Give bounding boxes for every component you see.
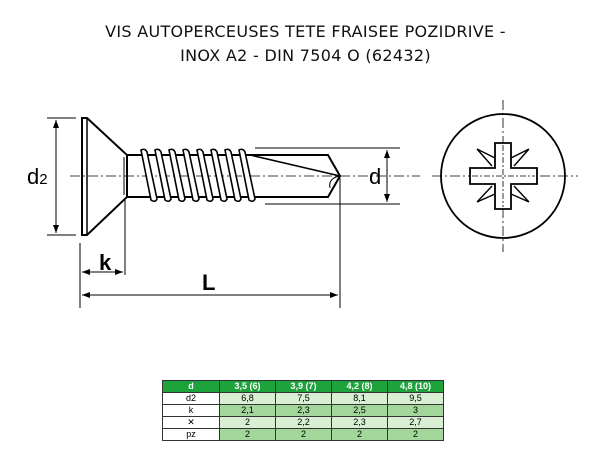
screw-threads	[140, 148, 256, 203]
thread-crest	[140, 148, 158, 203]
table-cell: 2,5	[331, 404, 388, 417]
table-cell: 2	[219, 416, 276, 429]
table-cell: 3	[387, 404, 444, 417]
label-d2: d2	[27, 164, 48, 189]
header-cell: 3,5 (6)	[219, 380, 276, 393]
table-cell: 2,7	[387, 416, 444, 429]
table-cell: 2,1	[219, 404, 276, 417]
header-cell: 4,2 (8)	[331, 380, 388, 393]
table-cell: 2,3	[275, 404, 332, 417]
table-cell: 6,8	[219, 392, 276, 405]
thread-crest	[210, 148, 228, 203]
table-cell: 9,5	[387, 392, 444, 405]
row-label: pz	[162, 428, 220, 441]
table-cell: 2	[275, 428, 332, 441]
side-view	[47, 117, 420, 308]
table-cell: 2	[331, 428, 388, 441]
thread-crest	[182, 148, 200, 203]
thread-crest	[238, 148, 256, 203]
table-cell: 7,5	[275, 392, 332, 405]
header-cell: 3,9 (7)	[275, 380, 332, 393]
thread-crest	[154, 148, 172, 203]
table-cell: 2	[387, 428, 444, 441]
label-L: L	[202, 270, 215, 295]
head-circle	[440, 113, 566, 239]
table-cell: 8,1	[331, 392, 388, 405]
thread-crest	[196, 148, 214, 203]
thread-crest	[224, 148, 242, 203]
head-top-view	[432, 100, 578, 252]
row-label: ✕	[162, 416, 220, 429]
label-d: d	[369, 164, 381, 189]
row-label: d2	[162, 392, 220, 405]
pozidrive-star	[476, 148, 530, 203]
header-cell: d	[162, 380, 220, 393]
table-cell: 2,3	[331, 416, 388, 429]
table-cell: 2,2	[275, 416, 332, 429]
row-label: k	[162, 404, 220, 417]
thread-crest	[168, 148, 186, 203]
screw-head	[81, 117, 128, 236]
header-cell: 4,8 (10)	[387, 380, 444, 393]
pozidrive-cross	[469, 142, 538, 210]
title-line-1: VIS AUTOPERCEUSES TETE FRAISEE POZIDRIVE…	[105, 22, 506, 41]
label-k: k	[99, 250, 112, 275]
table-cell: 2	[219, 428, 276, 441]
title-line-2: INOX A2 - DIN 7504 O (62432)	[180, 46, 431, 65]
